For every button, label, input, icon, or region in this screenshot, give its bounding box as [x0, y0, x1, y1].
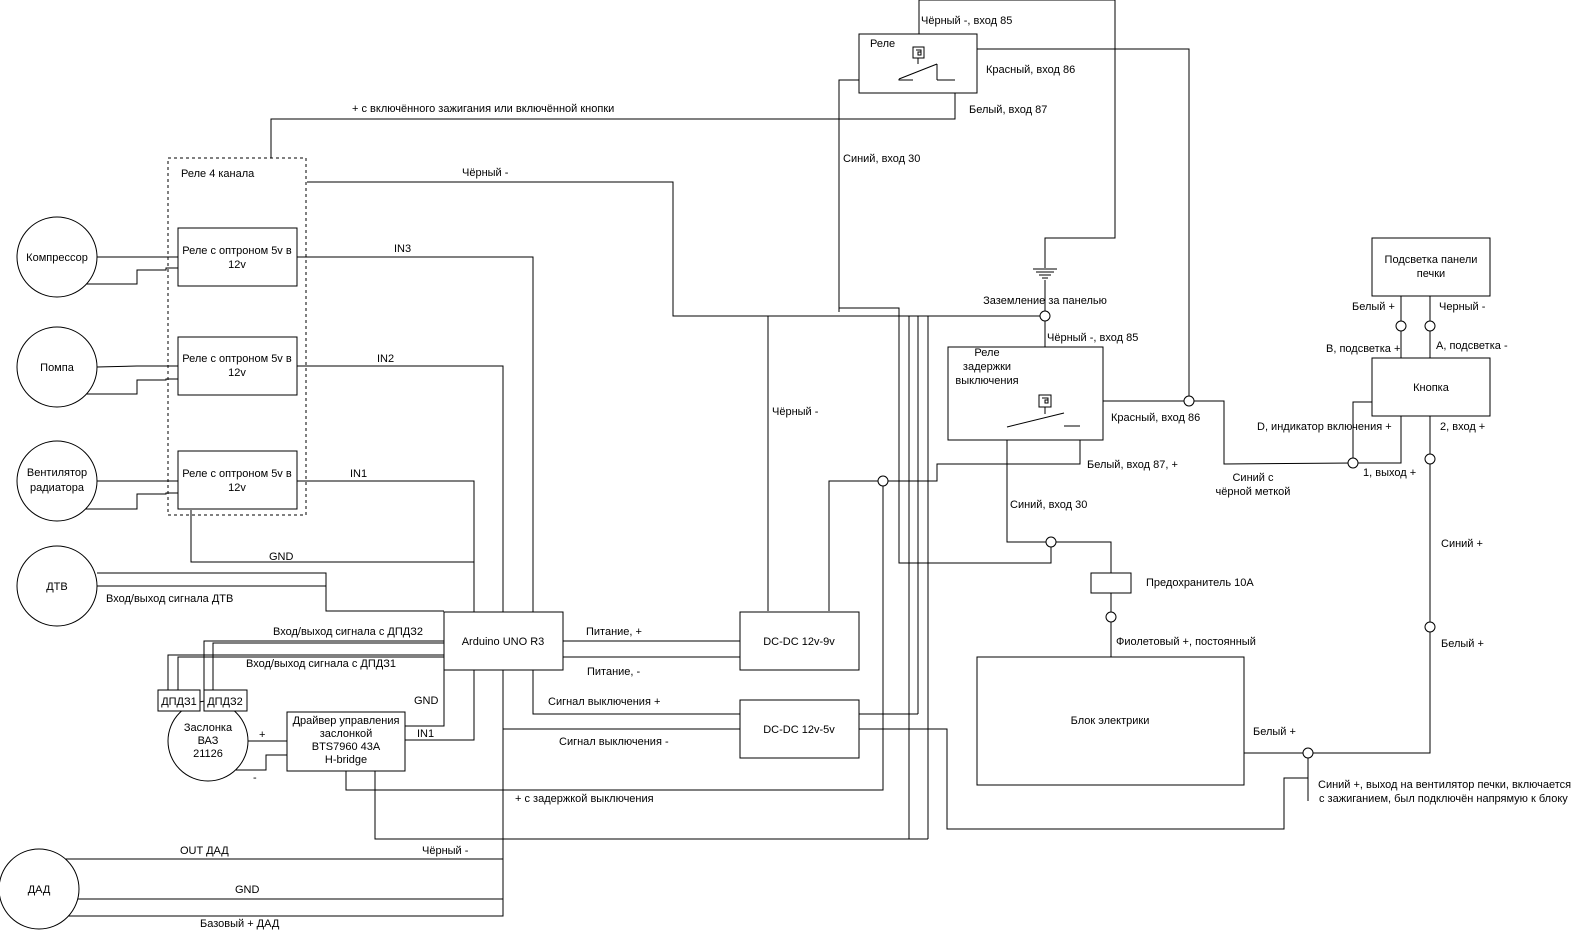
svg-text:IN1: IN1 [350, 468, 367, 480]
svg-text:Синий, вход 30: Синий, вход 30 [843, 153, 920, 165]
svg-text:с зажиганием, был подключён на: с зажиганием, был подключён напрямую к б… [1319, 793, 1568, 805]
junctions [877, 310, 1436, 759]
dtv-sensor: ДТВ [16, 545, 98, 627]
svg-text:Чёрный -, вход 85: Чёрный -, вход 85 [1047, 332, 1138, 344]
arduino-uno: Arduino UNO R3 [443, 611, 564, 671]
compressor: Компрессор [16, 216, 98, 298]
svg-text:OUT ДАД: OUT ДАД [180, 845, 229, 857]
svg-text:Предохранитель 10А: Предохранитель 10А [1146, 577, 1254, 589]
svg-text:Сигнал выключения -: Сигнал выключения - [559, 736, 669, 748]
svg-text:+ с включённого зажигания или: + с включённого зажигания или включённой… [352, 103, 614, 115]
svg-text:D, индикатор включения +: D, индикатор включения + [1257, 421, 1392, 433]
svg-text:DC-DC 12v-5v: DC-DC 12v-5v [763, 724, 835, 736]
wires [57, 0, 1431, 917]
svg-text:Вход/выход сигнала с ДПДЗ2: Вход/выход сигнала с ДПДЗ2 [273, 626, 423, 638]
ground-label: Заземление за панелью [983, 295, 1107, 307]
svg-text:ДТВ: ДТВ [46, 581, 68, 593]
svg-text:Помпа: Помпа [40, 362, 75, 374]
svg-text:+ с задержкой выключения: + с задержкой выключения [515, 793, 654, 805]
svg-text:GND: GND [235, 884, 260, 896]
svg-text:Фиолетовый +, постоянный: Фиолетовый +, постоянный [1116, 636, 1256, 648]
relay: Реле [858, 33, 978, 94]
svg-text:GND: GND [414, 695, 439, 707]
svg-text:Компрессор: Компрессор [26, 252, 88, 264]
svg-text:Чёрный -, вход 85: Чёрный -, вход 85 [921, 15, 1012, 27]
svg-text:IN1: IN1 [417, 728, 434, 740]
svg-text:GND: GND [269, 551, 294, 563]
svg-text:Сигнал выключения +: Сигнал выключения + [548, 696, 660, 708]
svg-text:Синий +, выход на вентилятор п: Синий +, выход на вентилятор печки, вклю… [1318, 779, 1571, 791]
button: Кнопка [1371, 357, 1491, 417]
svg-text:1, выход +: 1, выход + [1363, 467, 1416, 479]
svg-text:+: + [259, 729, 265, 741]
svg-text:IN3: IN3 [394, 243, 411, 255]
svg-text:Белый +: Белый + [1441, 638, 1484, 650]
svg-text:Реле: Реле [870, 38, 895, 50]
svg-text:A, подсветка -: A, подсветка - [1436, 340, 1508, 352]
dpdz1: ДПДЗ1 [157, 689, 201, 712]
svg-text:ДПДЗ1: ДПДЗ1 [161, 696, 197, 708]
svg-text:Синий с: Синий с [1232, 472, 1274, 484]
svg-text:Белый, вход 87: Белый, вход 87 [969, 104, 1047, 116]
svg-text:чёрной меткой: чёрной меткой [1216, 486, 1291, 498]
svg-text:Питание, -: Питание, - [587, 666, 641, 678]
svg-text:-: - [253, 772, 257, 784]
svg-text:Базовый + ДАД: Базовый + ДАД [200, 918, 280, 930]
svg-text:Чёрный -: Чёрный - [462, 167, 509, 179]
dcdc-9v: DC-DC 12v-9v [739, 611, 860, 671]
svg-text:Белый +: Белый + [1352, 301, 1395, 313]
svg-text:B, подсветка +: B, подсветка + [1326, 343, 1400, 355]
dpdz2: ДПДЗ2 [203, 689, 248, 712]
svg-text:Красный, вход 86: Красный, вход 86 [986, 64, 1075, 76]
svg-text:Белый, вход 87, +: Белый, вход 87, + [1087, 459, 1178, 471]
svg-text:Чёрный -: Чёрный - [422, 845, 469, 857]
svg-text:Красный, вход 86: Красный, вход 86 [1111, 412, 1200, 424]
pump: Помпа [16, 326, 98, 408]
relay-4-channel-label: Реле 4 канала [181, 168, 255, 180]
wire-labels: Чёрный -, вход 85 Красный, вход 86 Белый… [106, 15, 1571, 930]
ground-symbol: Заземление за панелью [983, 268, 1107, 307]
relay-4-channel-board [167, 157, 307, 516]
svg-text:Блок электрики: Блок электрики [1071, 715, 1150, 727]
dad-sensor: ДАД [0, 848, 80, 930]
svg-text:Синий +: Синий + [1441, 538, 1483, 550]
svg-text:IN2: IN2 [377, 353, 394, 365]
svg-text:Черный -: Черный - [1439, 301, 1486, 313]
fuse: Предохранитель 10А [1090, 572, 1254, 594]
electric-block: Блок электрики [976, 656, 1245, 786]
svg-text:Вход/выход сигнала ДТВ: Вход/выход сигнала ДТВ [106, 593, 233, 605]
dcdc-5v: DC-DC 12v-5v [739, 699, 860, 759]
svg-text:2, вход +: 2, вход + [1440, 421, 1485, 433]
svg-text:Синий, вход 30: Синий, вход 30 [1010, 499, 1087, 511]
svg-text:Кнопка: Кнопка [1413, 382, 1450, 394]
svg-text:Чёрный -: Чёрный - [772, 406, 819, 418]
svg-text:ДАД: ДАД [28, 884, 51, 896]
svg-text:Белый +: Белый + [1253, 726, 1296, 738]
svg-text:ДПДЗ2: ДПДЗ2 [207, 696, 243, 708]
svg-text:DC-DC 12v-9v: DC-DC 12v-9v [763, 636, 835, 648]
svg-text:Arduino UNO R3: Arduino UNO R3 [462, 636, 545, 648]
svg-text:Вход/выход сигнала с ДПДЗ1: Вход/выход сигнала с ДПДЗ1 [246, 658, 396, 670]
svg-text:Питание, +: Питание, + [586, 626, 642, 638]
